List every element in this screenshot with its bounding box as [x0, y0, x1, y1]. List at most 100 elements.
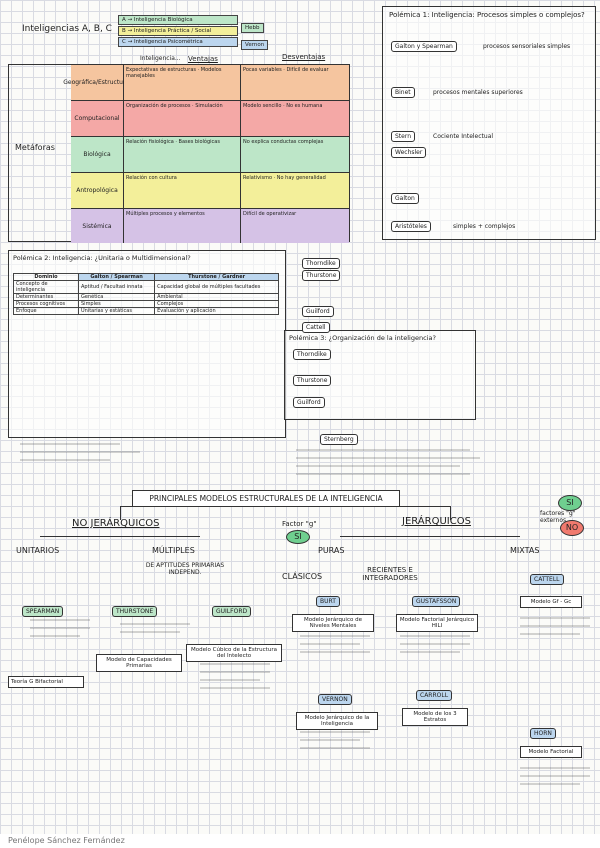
branch-no-jer: NO JERÁRQUICOS [72, 518, 160, 529]
author-horn: HORN [530, 728, 556, 739]
polemica3-box: Polémica 3: ¿Organización de la intelige… [284, 330, 476, 420]
p1-item-binet: Binet [391, 87, 415, 98]
polemica1-box: Polémica 1: Inteligencia: Procesos simpl… [382, 6, 596, 240]
p1-item-galton: Galton y Spearman [391, 41, 457, 52]
branch-multiples: MÚLTIPLES [152, 546, 195, 555]
model-thurstone: Modelo de Capacidades Primarias [96, 654, 182, 672]
p3-item: Thorndike [293, 349, 331, 360]
model-vernon: Modelo Jerárquico de la Inteligencia [296, 712, 378, 730]
metaphor-dis: Modelo sencillo · No es humana [241, 101, 349, 136]
metaphors-header-dis: Desventajas [282, 53, 326, 61]
polemica1-title: Polémica 1: Inteligencia: Procesos simpl… [389, 11, 585, 19]
metaphor-dis: Relativismo · No hay generalidad [241, 173, 349, 208]
p1-note-superior: procesos mentales superiores [433, 89, 523, 96]
p3-item: Guilford [293, 397, 325, 408]
p2-cell: Unitarias y estáticas [77, 307, 156, 315]
p2-cell: Enfoque [13, 307, 79, 315]
p1-note-simple: procesos sensoriales simples [483, 43, 571, 50]
p2-cell: Complejos [154, 300, 279, 308]
tree-line [40, 536, 200, 537]
metaphor-name: Antropológica [71, 173, 124, 208]
table-row: Concepto de inteligencia Aptitud / Facul… [13, 280, 279, 294]
branch-aptitudes: DE APTITUDES PRIMARIAS INDEPEND. [145, 562, 225, 576]
author-carroll: CARROLL [416, 690, 453, 701]
model-cattell: Modelo Gf - Gc [520, 596, 582, 608]
metaphor-row: Computacional Organización de procesos ·… [71, 101, 349, 137]
main-title: PRINCIPALES MODELOS ESTRUCTURALES DE LA … [132, 490, 400, 507]
tree-line [450, 506, 451, 520]
p2-cell: Capacidad global de múltiples facultades [154, 280, 279, 294]
table-row: Determinantes Genética Ambiental [13, 293, 279, 301]
p2-cell: Procesos cognitivos [13, 300, 79, 308]
legend-b: B → Inteligencia Práctica / Social [118, 26, 238, 36]
factor-g-label: Factor "g" [282, 520, 317, 528]
branch-clasicos: CLÁSICOS [282, 572, 323, 581]
footer-author: Penélope Sánchez Fernández [0, 834, 600, 848]
metaphors-label: Metáforas [15, 143, 55, 152]
metaphor-row: Antropológica Relación con cultura Relat… [71, 173, 349, 209]
author-burt: BURT [316, 596, 340, 607]
metaphor-row: Biológica Relación fisiológica · Bases b… [71, 137, 349, 173]
polemica2-table: Dominio Galton / Spearman Thurstone / Ga… [13, 273, 279, 315]
side-guilford: Guilford [302, 306, 334, 317]
tree-line [120, 506, 450, 507]
table-row: Procesos cognitivos Simples Complejos [13, 300, 279, 308]
metaphors-table: Metáforas Geográfica/Estructural Expecta… [8, 64, 350, 243]
branch-jer: JERÁRQUICOS [402, 516, 471, 527]
tree-line [120, 506, 121, 520]
side-cattell: Cattell [302, 322, 330, 333]
metaphors-header-int: Inteligencia... [140, 55, 181, 62]
p1-item-galton2: Galton [391, 193, 419, 204]
no-badge: NO [560, 520, 584, 536]
p2-cell: Concepto de inteligencia [13, 280, 79, 294]
metaphor-dis: No explica conductas complejas [241, 137, 349, 172]
branch-puras: PURAS [318, 546, 345, 555]
p2-cell: Evaluación y aplicación [154, 307, 279, 315]
metaphor-name: Computacional [71, 101, 124, 136]
metaphor-row: Sistémica Múltiples procesos y elementos… [71, 209, 349, 243]
p2-col-dominio: Dominio [13, 273, 79, 281]
legend-a: A → Inteligencia Biológica [118, 15, 238, 25]
metaphors-header-adv: Ventajas [188, 55, 218, 63]
p2-col-uni: Galton / Spearman [77, 273, 156, 281]
p3-item: Thurstone [293, 375, 332, 386]
branch-mixtas: MIXTAS [510, 546, 540, 555]
author-spearman: SPEARMAN [22, 606, 64, 617]
model-spearman: Teoría G Bifactorial [8, 676, 84, 688]
metaphor-adv: Organización de procesos · Simulación [124, 101, 241, 136]
side-sternberg: Sternberg [320, 434, 358, 445]
si-badge-right: SI [558, 495, 582, 511]
side-thorndike: Thorndike [302, 258, 340, 269]
side-thurstone: Thurstone [302, 270, 341, 281]
model-carroll: Modelo de los 3 Estratos [402, 708, 468, 726]
p2-cell: Determinantes [13, 293, 79, 301]
metaphor-name: Geográfica/Estructural [63, 65, 131, 100]
table-row: Enfoque Unitarias y estáticas Evaluación… [13, 307, 279, 315]
si-badge: SI [286, 530, 310, 544]
legend-c: C → Inteligencia Psicométrica [118, 37, 238, 47]
p1-note-both: simples + complejos [453, 223, 516, 230]
p2-cell: Ambiental [154, 293, 279, 301]
metaphor-dis: Difícil de operativizar [241, 209, 349, 243]
header-legend: A → Inteligencia Biológica B → Inteligen… [118, 15, 238, 47]
author-guilford: GUILFORD [212, 606, 252, 617]
metaphor-adv: Relación fisiológica · Bases biológicas [124, 137, 241, 172]
metaphor-adv: Múltiples procesos y elementos [124, 209, 241, 243]
metaphors-rows: Geográfica/Estructural Expectativas de e… [63, 65, 349, 243]
author-vernon: VERNON [318, 694, 352, 705]
branch-unitarios: UNITARIOS [16, 546, 60, 555]
p1-item-stern: Stern [391, 131, 416, 142]
p2-cell: Simples [77, 300, 156, 308]
factores-g-label: factores "g" externos [540, 510, 576, 524]
metaphor-name: Sistémica [71, 209, 124, 243]
vernon-label: Vernon [241, 40, 269, 50]
metaphor-row: Geográfica/Estructural Expectativas de e… [63, 65, 349, 101]
author-gustafsson: GUSTAFSSON [412, 596, 461, 607]
metaphor-adv: Relación con cultura [124, 173, 241, 208]
model-gustafsson: Modelo Factorial Jerárquico HILI [396, 614, 478, 632]
author-thurstone: THURSTONE [112, 606, 158, 617]
p2-cell: Aptitud / Facultad innata [77, 280, 156, 294]
p2-col-multi: Thurstone / Gardner [154, 273, 279, 281]
model-guilford: Modelo Cúbico de la Estructura del Intel… [186, 644, 282, 662]
p1-note-ci: Cociente Intelectual [433, 133, 494, 140]
